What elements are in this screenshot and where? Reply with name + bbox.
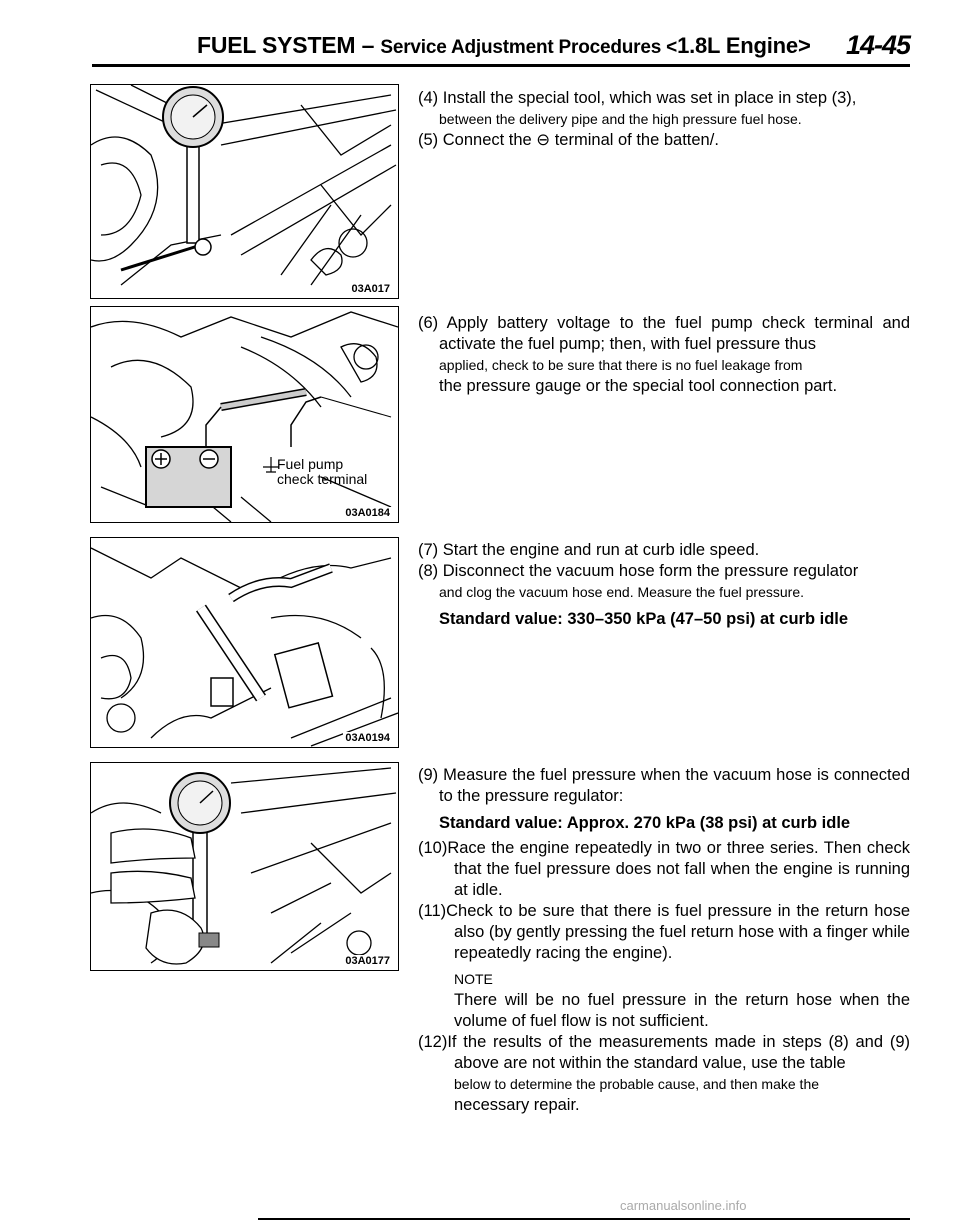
step-6-line-1: (6) Apply battery voltage to the fuel pu… (418, 314, 910, 353)
step-8-standard-value: Standard value: 330–350 kPa (47–50 psi) … (439, 610, 849, 628)
figure-code: 03A017 (349, 283, 392, 295)
step-4-line-2: between the delivery pipe and the high p… (439, 111, 802, 127)
engine-name: 1.8L Engine> (677, 33, 811, 58)
callout-text: Fuel pump check terminal (277, 456, 368, 487)
note-label: NOTE (454, 971, 493, 987)
figure-vacuum-hose: 03A0194 (90, 537, 399, 748)
page-header: FUEL SYSTEM – Service Adjustment Procedu… (92, 30, 911, 67)
subsection-name: Service Adjustment Procedures < (380, 37, 678, 58)
step-4-line-1: (4) Install the special tool, which was … (418, 89, 857, 107)
figure-code: 03A0184 (343, 507, 392, 519)
step-8-line-1: (8) Disconnect the vacuum hose form the … (418, 562, 859, 580)
bottom-rule (258, 1218, 910, 1220)
figure-fuel-pump-terminal: Fuel pump check terminal 03A0184 (90, 306, 399, 523)
step-10: (10)Race the engine repeatedly in two or… (418, 839, 910, 899)
section-title: FUEL SYSTEM – Service Adjustment Procedu… (197, 32, 811, 59)
step-6-line-3: the pressure gauge or the special tool c… (439, 377, 838, 395)
steps-7-8: (7) Start the engine and run at curb idl… (418, 540, 910, 630)
step-7: (7) Start the engine and run at curb idl… (418, 541, 760, 559)
step-11: (11)Check to be sure that there is fuel … (418, 902, 910, 962)
figure-return-hose: 03A0177 (90, 762, 399, 971)
steps-9-12: (9) Measure the fuel pressure when the v… (418, 765, 910, 1116)
note-text: There will be no fuel pressure in the re… (454, 991, 910, 1030)
section-name: FUEL SYSTEM – (197, 32, 375, 58)
fuel-pump-callout: Fuel pump check terminal (277, 457, 367, 487)
step-12-line-3: necessary repair. (454, 1096, 580, 1114)
illustration-return-hose (91, 767, 397, 965)
watermark: carmanualsonline.info (620, 1198, 747, 1213)
step-8-line-2: and clog the vacuum hose end. Measure th… (439, 584, 804, 600)
step-9: (9) Measure the fuel pressure when the v… (418, 766, 910, 805)
illustration-gauge-install (91, 85, 397, 286)
step-12-line-1: (12)If the results of the measurements m… (418, 1033, 910, 1072)
steps-4-5: (4) Install the special tool, which was … (418, 88, 910, 151)
figure-code: 03A0194 (343, 732, 392, 744)
page-number: 14-45 (845, 30, 911, 60)
step-9-standard-value: Standard value: Approx. 270 kPa (38 psi)… (439, 814, 851, 832)
figure-code: 03A0177 (343, 955, 392, 967)
step-12-line-2: below to determine the probable cause, a… (454, 1076, 820, 1092)
step-6-line-2: applied, check to be sure that there is … (439, 357, 803, 373)
step-5: (5) Connect the ⊖ terminal of the batten… (418, 131, 719, 149)
illustration-fuel-pump-terminal (91, 311, 398, 522)
illustration-vacuum-hose (91, 547, 398, 747)
figure-gauge-install: 03A017 (90, 84, 399, 299)
step-6: (6) Apply battery voltage to the fuel pu… (418, 313, 910, 397)
